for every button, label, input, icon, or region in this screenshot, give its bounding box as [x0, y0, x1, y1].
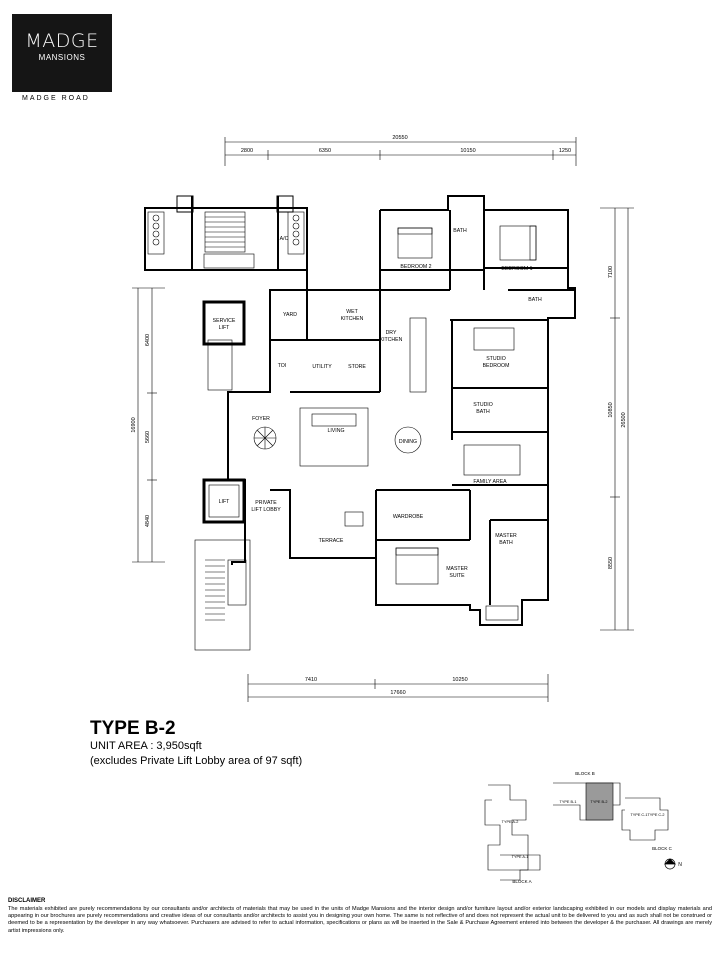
room-master-bath-1: MASTER [495, 533, 517, 539]
logo-brand-text: MADGE [25, 30, 99, 52]
keyplan-type-a1: TYPE A-1 [512, 855, 529, 859]
dim-left-seg-3: 4840 [145, 515, 151, 527]
room-dry-kitchen-2: KITCHEN [380, 337, 403, 343]
room-bath-2: BATH [528, 297, 542, 303]
room-terrace: TERRACE [319, 538, 344, 544]
dim-bottom-seg-2: 10250 [452, 677, 467, 683]
stairs-bottom [194, 539, 251, 651]
room-family-area: FAMILY AREA [473, 479, 507, 485]
dimension-bottom [247, 674, 549, 702]
dim-left-total: 16900 [131, 417, 137, 432]
dim-right-total: 26500 [621, 412, 627, 427]
lift-box [202, 478, 246, 524]
dim-top-seg-3: 10150 [460, 148, 475, 154]
room-private-lift-lobby-2: LIFT LOBBY [251, 507, 281, 513]
disclaimer-text: The materials exhibited are purely recom… [8, 906, 712, 934]
room-master-suite-1: MASTER [446, 566, 468, 572]
logo-sub-text: MANSIONS [38, 53, 86, 62]
dim-left-seg-2: 5660 [145, 431, 151, 443]
dim-top-seg-2: 6350 [319, 148, 331, 154]
north-arrow-icon [664, 858, 676, 870]
unit-area-text: UNIT AREA : 3,950sqft [90, 740, 202, 752]
service-lift-box [202, 300, 246, 346]
dim-right-seg-2: 10850 [608, 402, 614, 417]
keyplan-type-a2: TYPE A-2 [502, 820, 519, 824]
keyplan-type-b1: TYPE B-1 [560, 800, 577, 804]
room-ac: A/C [280, 236, 289, 242]
keyplan-type-b2: TYPE B-2 [591, 800, 608, 804]
room-service-lift-1: SERVICE [213, 318, 236, 324]
room-master-suite-2: SUITE [449, 573, 465, 579]
keyplan-block-c: BLOCK C [652, 846, 673, 851]
room-dry-kitchen-1: DRY [386, 330, 397, 336]
disclaimer-title: DISCLAIMER [8, 898, 46, 904]
room-bath-1: BATH [453, 228, 467, 234]
dimension-left [132, 287, 165, 563]
dimension-top [224, 137, 577, 166]
stairs-top [203, 211, 255, 269]
room-studio-bedroom-2: BEDROOM [483, 363, 510, 369]
room-service-lift-2: LIFT [219, 325, 230, 331]
room-bedroom-1: BEDROOM 1 [501, 266, 532, 272]
room-yard: YARD [283, 312, 297, 318]
keyplan-type-c2: TYPE C-2 [647, 813, 664, 817]
room-studio-bath-1: STUDIO [473, 402, 493, 408]
dim-right-seg-3: 8550 [608, 557, 614, 569]
key-plan-labels: BLOCK B BLOCK C BLOCK A TYPE B-1 TYPE B-… [502, 771, 673, 884]
furniture [253, 225, 537, 621]
room-store: STORE [348, 364, 366, 370]
dim-top-seg-1: 2800 [241, 148, 253, 154]
room-wet-kitchen-2: KITCHEN [341, 316, 364, 322]
room-utility: UTILITY [312, 364, 332, 370]
room-bedroom-2: BEDROOM 2 [400, 264, 431, 270]
key-plan [484, 782, 669, 881]
room-studio-bath-2: BATH [476, 409, 490, 415]
room-dining: DINING [399, 439, 417, 445]
meter-cabinets [147, 211, 305, 391]
brand-logo: MADGE MANSIONS [12, 14, 112, 92]
room-master-bath-2: BATH [499, 540, 513, 546]
room-private-lift-lobby-1: PRIVATE [255, 500, 277, 506]
room-labels: BEDROOM 2 BEDROOM 1 BATH BATH A/C SERVIC… [213, 228, 542, 579]
dimension-right [600, 207, 634, 631]
dim-top-seg-4: 1250 [559, 148, 571, 154]
room-living: LIVING [327, 428, 344, 434]
room-wardrobe: WARDROBE [393, 514, 424, 520]
room-toilet: TOI [278, 363, 287, 369]
keyplan-block-b: BLOCK B [575, 771, 595, 776]
unit-excludes-text: (excludes Private Lift Lobby area of 97 … [90, 755, 303, 767]
road-name: MADGE ROAD [22, 95, 90, 102]
north-label: N [678, 862, 682, 868]
dim-left-seg-1: 6400 [145, 334, 151, 346]
dim-top-total: 20550 [392, 135, 407, 141]
room-foyer: FOYER [252, 416, 270, 422]
room-wet-kitchen-1: WET [346, 309, 358, 315]
unit-type-title: TYPE B-2 [90, 718, 176, 739]
walls [144, 195, 576, 626]
dim-right-seg-1: 7100 [608, 266, 614, 278]
dim-bottom-seg-1: 7410 [305, 677, 317, 683]
dim-bottom-total: 17660 [390, 690, 405, 696]
keyplan-type-c1: TYPE C-1 [630, 813, 647, 817]
room-lift: LIFT [219, 499, 230, 505]
keyplan-block-a: BLOCK A [512, 879, 531, 884]
room-studio-bedroom-1: STUDIO [486, 356, 506, 362]
